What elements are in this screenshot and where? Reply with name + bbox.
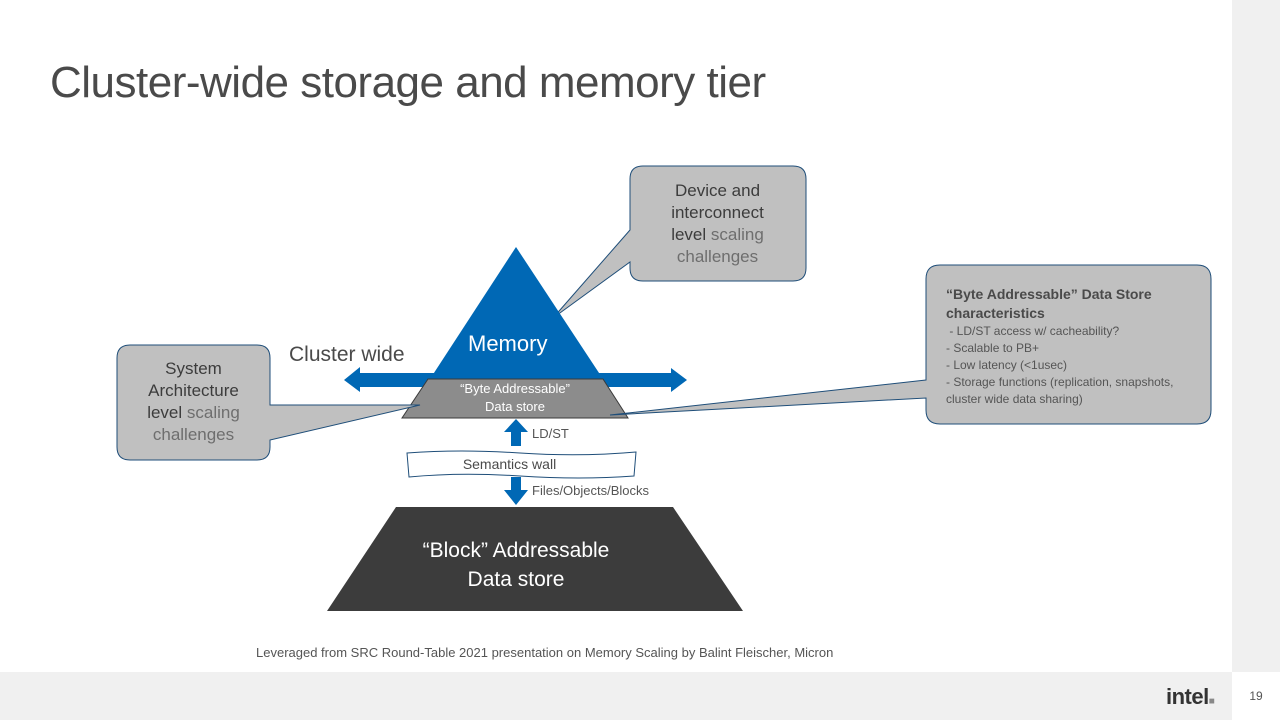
block-store-line: “Block” Addressable [422, 539, 610, 562]
semantics-wall-box [406, 450, 637, 479]
byte-store-line: “Byte Addressable” [460, 381, 570, 396]
device-callout-line: level scaling [640, 224, 795, 246]
device-callout-line: interconnect [671, 203, 764, 222]
files-down-arrow-icon [504, 477, 528, 505]
right-sidebar [1232, 0, 1280, 672]
characteristics-callout-shape [609, 264, 1212, 425]
device-callout-text: Device and interconnect level scaling ch… [640, 180, 795, 268]
intel-logo: intel■ [1166, 684, 1215, 710]
source-note: Leveraged from SRC Round-Table 2021 pres… [256, 645, 834, 660]
byte-store-line: Data store [485, 399, 545, 414]
characteristics-item: - Scalable to PB+ [946, 341, 1040, 355]
system-callout-line: challenges [152, 425, 235, 444]
device-callout-line: Device and [674, 181, 761, 200]
cluster-wide-label: Cluster wide [289, 343, 405, 366]
footer-bar [0, 672, 1232, 720]
characteristics-heading: “Byte Addressable” Data Store characteri… [946, 286, 1152, 321]
slide-title: Cluster-wide storage and memory tier [50, 58, 766, 107]
byte-store-label: “Byte Addressable” Data store [430, 380, 600, 416]
block-addressable-store-shape [327, 507, 743, 611]
files-objects-blocks-label: Files/Objects/Blocks [532, 483, 650, 498]
semantics-wall-label: Semantics wall [462, 456, 557, 472]
memory-triangle [430, 247, 603, 379]
block-store-line: Data store [467, 568, 565, 591]
system-callout-scaling: scaling [182, 403, 240, 422]
characteristics-item: - LD/ST access w/ cacheability? [946, 324, 1120, 338]
system-callout-text: System Architecture level scaling challe… [120, 358, 267, 446]
block-store-label: “Block” Addressable Data store [396, 536, 636, 594]
characteristics-callout-text: “Byte Addressable” Data Store characteri… [946, 285, 1206, 408]
system-callout-level: level [147, 403, 183, 422]
system-callout-line: level scaling [120, 402, 267, 424]
system-callout-shape [116, 344, 421, 461]
device-callout-level: level [671, 225, 707, 244]
device-callout-shape [552, 165, 807, 319]
characteristics-item: - Low latency (<1usec) [946, 358, 1068, 372]
logo-text: intel [1166, 684, 1209, 709]
page-number: 19 [1249, 689, 1263, 703]
memory-label: Memory [468, 331, 548, 356]
characteristics-item: - Storage functions (replication, snapsh… [946, 375, 1174, 406]
logo-dot-icon: ■ [1208, 696, 1215, 707]
ld-st-label: LD/ST [532, 426, 569, 441]
system-callout-line: Architecture [148, 381, 239, 400]
ld-st-up-arrow-icon [504, 419, 528, 446]
device-callout-scaling: scaling [706, 225, 764, 244]
device-callout-line: challenges [676, 247, 759, 266]
system-callout-line: System [165, 359, 222, 378]
